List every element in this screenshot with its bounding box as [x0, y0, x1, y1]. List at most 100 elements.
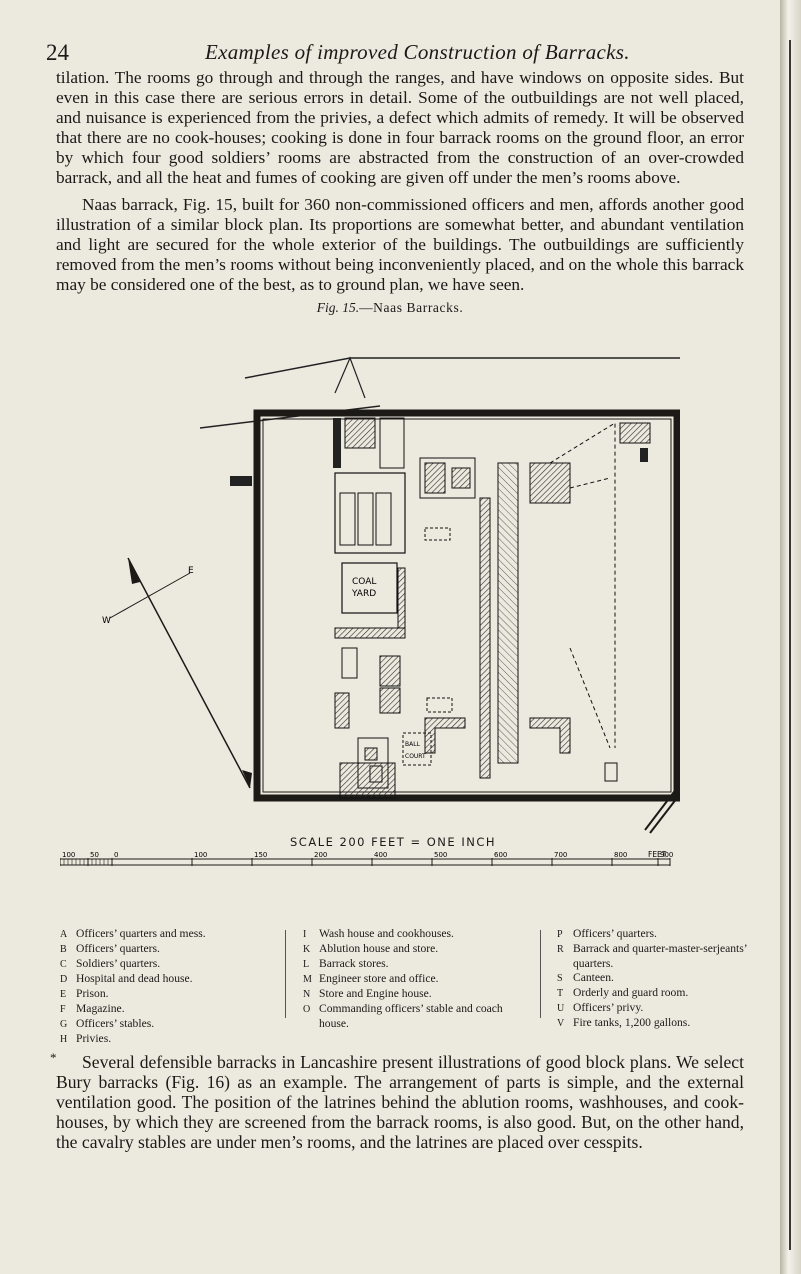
scale-tick-label: 800 [614, 851, 627, 859]
fire-tank-lower [426, 697, 453, 713]
figure-number: Fig. 15. [316, 300, 360, 315]
yard-label: YARD [351, 589, 376, 599]
compass-arrow-icon [128, 558, 140, 584]
legend-text: Officers’ quarters. [76, 942, 160, 955]
margin-asterisk: * [50, 1050, 57, 1065]
north-arrow-head [242, 770, 252, 788]
legend-text: Ablution house and store. [319, 942, 439, 955]
scale-tick-label: 200 [314, 851, 327, 859]
legend-key: D [60, 974, 68, 985]
scale-tick-label: 700 [554, 851, 567, 859]
legend-divider-1 [285, 930, 286, 1018]
legend-item: S Canteen. [557, 971, 757, 986]
boundary-wall [253, 409, 680, 802]
legend-text: Soldiers’ quarters. [76, 957, 161, 970]
building-i [379, 687, 401, 714]
legend-key: T [557, 988, 564, 999]
legend-item: U Officers’ privy. [557, 1001, 757, 1016]
building-o [333, 418, 341, 468]
legend-item: G Officers’ stables. [60, 1017, 260, 1032]
figure-title: —Naas Barracks. [359, 300, 464, 315]
legend-text: Commanding officers’ stable and coach ho… [319, 1002, 503, 1030]
scale-tick-label: 100 [194, 851, 207, 859]
legend-key: G [60, 1019, 68, 1030]
legend-text: Officers’ privy. [573, 1001, 644, 1014]
east-west-line [109, 572, 191, 619]
building-g [334, 692, 350, 729]
coal-yard-enclosure [334, 472, 406, 554]
legend-text: Canteen. [573, 971, 614, 984]
gate-lodge-left [230, 476, 252, 486]
legend-key: V [557, 1018, 565, 1029]
building-k [379, 655, 401, 687]
scale-label: SCALE 200 FEET = ONE INCH [290, 835, 496, 849]
legend-key: P [557, 929, 563, 940]
building-f [364, 747, 378, 761]
legend-key: U [557, 1003, 565, 1014]
building-b-right [529, 717, 571, 754]
legend-text: Barrack and quarter-master-serjeants’ qu… [573, 942, 747, 970]
legend-text: Engineer store and office. [319, 972, 439, 985]
stable-bays [339, 492, 392, 546]
legend-text: Wash house and cookhouses. [319, 927, 454, 940]
fire-tank-upper [424, 527, 451, 541]
legend-col-2: I Wash house and cookhouses. K Ablution hou… [303, 927, 508, 1031]
legend-text: Prison. [76, 987, 109, 1000]
north-line [127, 557, 251, 789]
legend-text: Magazine. [76, 1002, 125, 1015]
legend-key: L [303, 959, 310, 970]
building-l [334, 627, 406, 639]
building-n [397, 567, 406, 629]
coal-label: COAL [352, 577, 376, 587]
book-page: 24 Examples of improved Construction of … [0, 40, 780, 1153]
scale-tick-label: 0 [114, 851, 118, 859]
legend-key: O [303, 1004, 311, 1015]
legend-key: R [557, 944, 564, 955]
legend-item: K Ablution house and store. [303, 942, 508, 957]
building-r-s [419, 457, 476, 499]
building-d [339, 762, 396, 799]
wall-corner-spur [644, 787, 678, 834]
site-plan: COAL YARD BALL COURT [102, 356, 680, 834]
legend-key: S [557, 973, 563, 984]
compass-e: E [188, 566, 194, 576]
legend-key: K [303, 944, 311, 955]
legend-text: Orderly and guard room. [573, 986, 689, 999]
legend-item: F Magazine. [60, 1002, 260, 1017]
scale-tick-label: 900 [660, 851, 673, 859]
paragraph-3: Several defensible barracks in Lancashir… [56, 1052, 744, 1153]
running-head: Examples of improved Construction of Bar… [205, 40, 630, 64]
scale-tick-label: 50 [90, 851, 99, 859]
figure-caption: Fig. 15.—Naas Barracks. [0, 300, 780, 316]
building-u [640, 448, 648, 462]
legend-key: M [303, 974, 313, 985]
legend-text: Officers’ stables. [76, 1017, 155, 1030]
legend-text: Barrack stores. [319, 957, 389, 970]
scale-bar-frame [60, 858, 671, 866]
page-number: 24 [46, 40, 69, 65]
legend-key: C [60, 959, 67, 970]
court-label: COURT [405, 753, 426, 760]
legend-key: I [303, 929, 307, 940]
compass-w: W [102, 616, 111, 626]
legend-text: Privies. [76, 1032, 112, 1045]
legend-item: O Commanding officers’ stable and coach h… [303, 1002, 508, 1031]
legend-text: Fire tanks, 1,200 gallons. [573, 1016, 691, 1029]
legend-key: N [303, 989, 311, 1000]
building-p [344, 417, 376, 449]
building-s [451, 467, 471, 489]
legend-item: T Orderly and guard room. [557, 986, 757, 1001]
building-c-right [497, 462, 519, 764]
legend-text: Officers’ quarters and mess. [76, 927, 206, 940]
garden-path-2 [569, 477, 611, 749]
legend-key: F [60, 1004, 66, 1015]
